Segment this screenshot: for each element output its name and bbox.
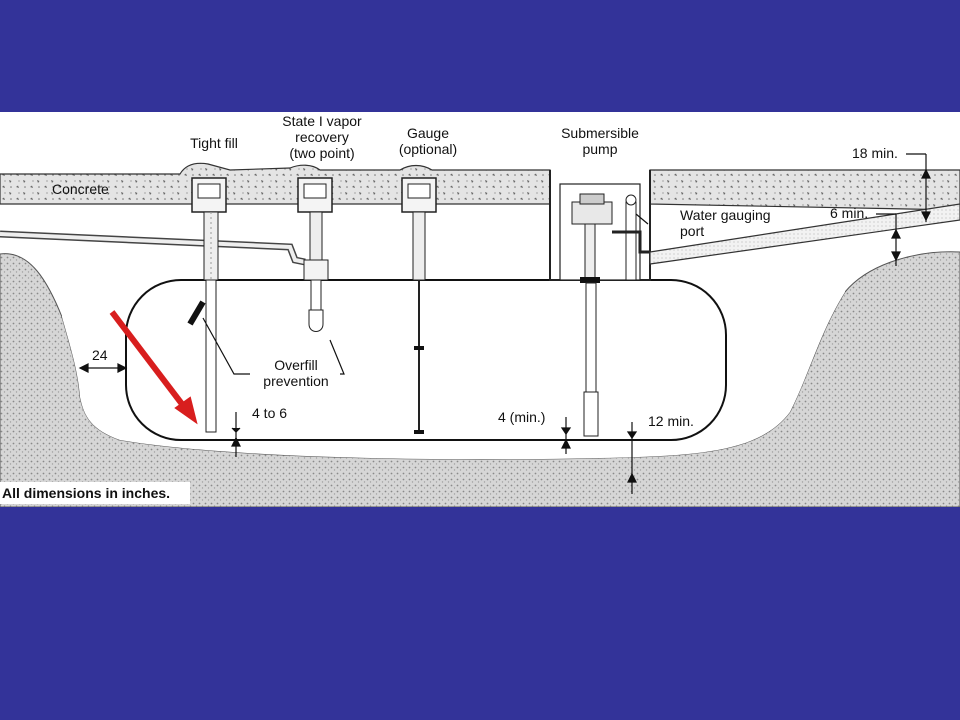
submersible-pump-sump bbox=[549, 170, 651, 437]
dim-top-cover: 18 min. bbox=[852, 145, 898, 161]
dim-drop-tube: 4 to 6 bbox=[252, 405, 287, 421]
dim-pump-inlet: 4 (min.) bbox=[498, 409, 545, 425]
label-vapor-recovery-line-1: State I vapor bbox=[282, 113, 362, 129]
label-concrete: Concrete bbox=[52, 181, 109, 197]
label-overfill-line-1: Overfill bbox=[274, 357, 318, 373]
label-tight-fill: Tight fill bbox=[190, 135, 238, 151]
label-overfill-line-2: prevention bbox=[263, 373, 328, 389]
tight-fill-riser bbox=[187, 177, 227, 433]
label-gauge-line-2: (optional) bbox=[399, 141, 457, 157]
label-vapor-recovery-line-3: (two point) bbox=[289, 145, 354, 161]
dim-side-clearance: 24 bbox=[92, 347, 108, 363]
label-submersible-pump-line-1: Submersible bbox=[561, 125, 639, 141]
gauge-riser bbox=[401, 177, 437, 434]
label-water-gauging-port-line-1: Water gauging bbox=[680, 207, 771, 223]
product-line-pipe bbox=[649, 203, 960, 265]
dim-pipe-cover: 6 min. bbox=[830, 205, 868, 221]
leader-lines bbox=[202, 153, 926, 375]
label-water-gauging-port-line-2: port bbox=[680, 223, 704, 239]
label-vapor-recovery-line-2: recovery bbox=[295, 129, 349, 145]
vapor-recovery-riser bbox=[297, 177, 333, 332]
highlight-arrow bbox=[109, 310, 198, 425]
dimension-marks bbox=[78, 154, 931, 494]
concrete-slab-right bbox=[649, 169, 960, 211]
footnote: All dimensions in inches. bbox=[2, 485, 170, 501]
label-submersible-pump-line-2: pump bbox=[582, 141, 617, 157]
tank-installation-diagram: Tight fill State I vapor recovery (two p… bbox=[0, 112, 960, 507]
label-gauge-line-1: Gauge bbox=[407, 125, 449, 141]
overfill-valve bbox=[187, 300, 206, 326]
storage-tank bbox=[125, 279, 727, 441]
dim-bottom-bedding: 12 min. bbox=[648, 413, 694, 429]
